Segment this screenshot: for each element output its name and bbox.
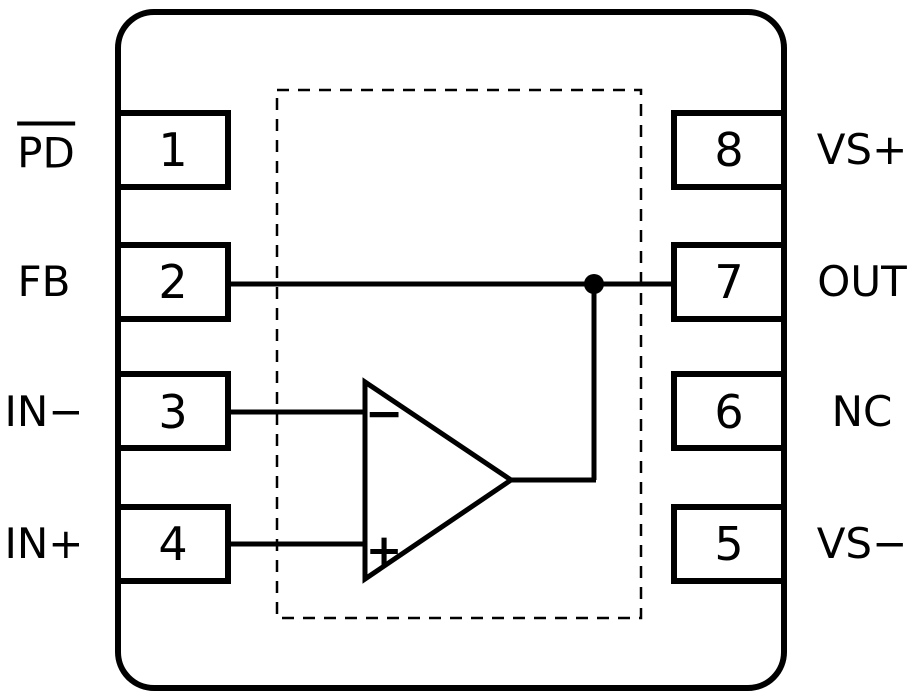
pin-label-nc: NC	[831, 387, 893, 436]
wire-junction-dot	[584, 274, 604, 294]
pin-label-in-minus: IN−	[4, 387, 84, 436]
pin-box-6	[671, 371, 787, 451]
pin-box-3	[115, 371, 231, 451]
pin-number-3: 3	[158, 385, 188, 439]
pin-number-4: 4	[158, 517, 188, 571]
pin-label-pd: PD	[17, 121, 75, 175]
internal-circuit-dashed-boundary	[275, 88, 643, 620]
pin-number-7: 7	[714, 255, 744, 309]
pin-box-2	[115, 242, 231, 322]
pin-box-1	[115, 110, 231, 190]
pin-number-6: 6	[714, 385, 744, 439]
pin-label-in-plus: IN+	[4, 519, 84, 568]
pin-number-1: 1	[158, 123, 188, 177]
pin-label-vs-minus: VS−	[816, 519, 908, 568]
opamp-triangle	[362, 377, 516, 584]
pin-box-8	[671, 110, 787, 190]
pin-box-7	[671, 242, 787, 322]
pin-box-5	[671, 504, 787, 584]
pin-number-5: 5	[714, 517, 744, 571]
package-outline	[115, 9, 787, 691]
pin-label-vs-plus: VS+	[816, 125, 908, 174]
opamp-noninverting-input-marker: +	[365, 525, 403, 576]
pd-active-low-overline: PD	[17, 121, 75, 175]
pin-label-out: OUT	[817, 257, 907, 306]
pin-number-2: 2	[158, 255, 188, 309]
opamp-inverting-input-marker: −	[364, 386, 404, 440]
pin-label-fb: FB	[17, 257, 71, 306]
pin-box-4	[115, 504, 231, 584]
pin-number-8: 8	[714, 123, 744, 177]
